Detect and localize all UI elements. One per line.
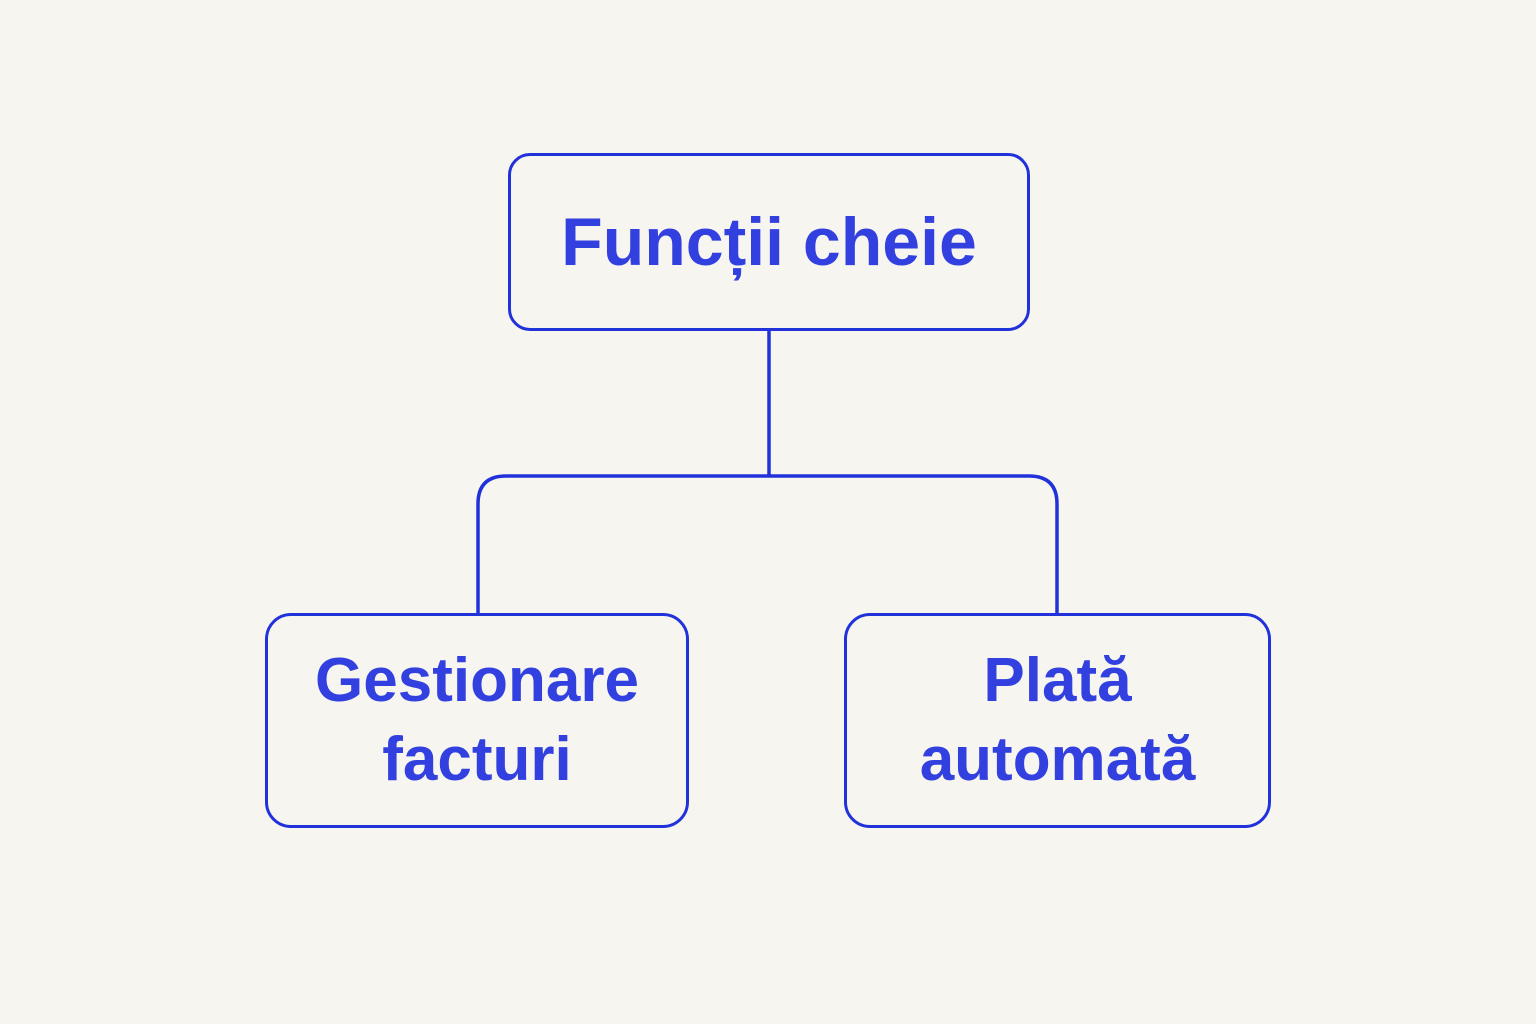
- node-gestionare-facturi[interactable]: Gestionare facturi: [265, 613, 689, 828]
- node-label: Gestionare facturi: [315, 645, 639, 794]
- node-functii-cheie[interactable]: Funcții cheie: [508, 153, 1030, 331]
- connector-branch: [476, 474, 1059, 613]
- node-label: Funcții cheie: [561, 203, 977, 280]
- node-plata-automata[interactable]: Plată automată: [844, 613, 1271, 828]
- node-label: Plată automată: [919, 645, 1196, 794]
